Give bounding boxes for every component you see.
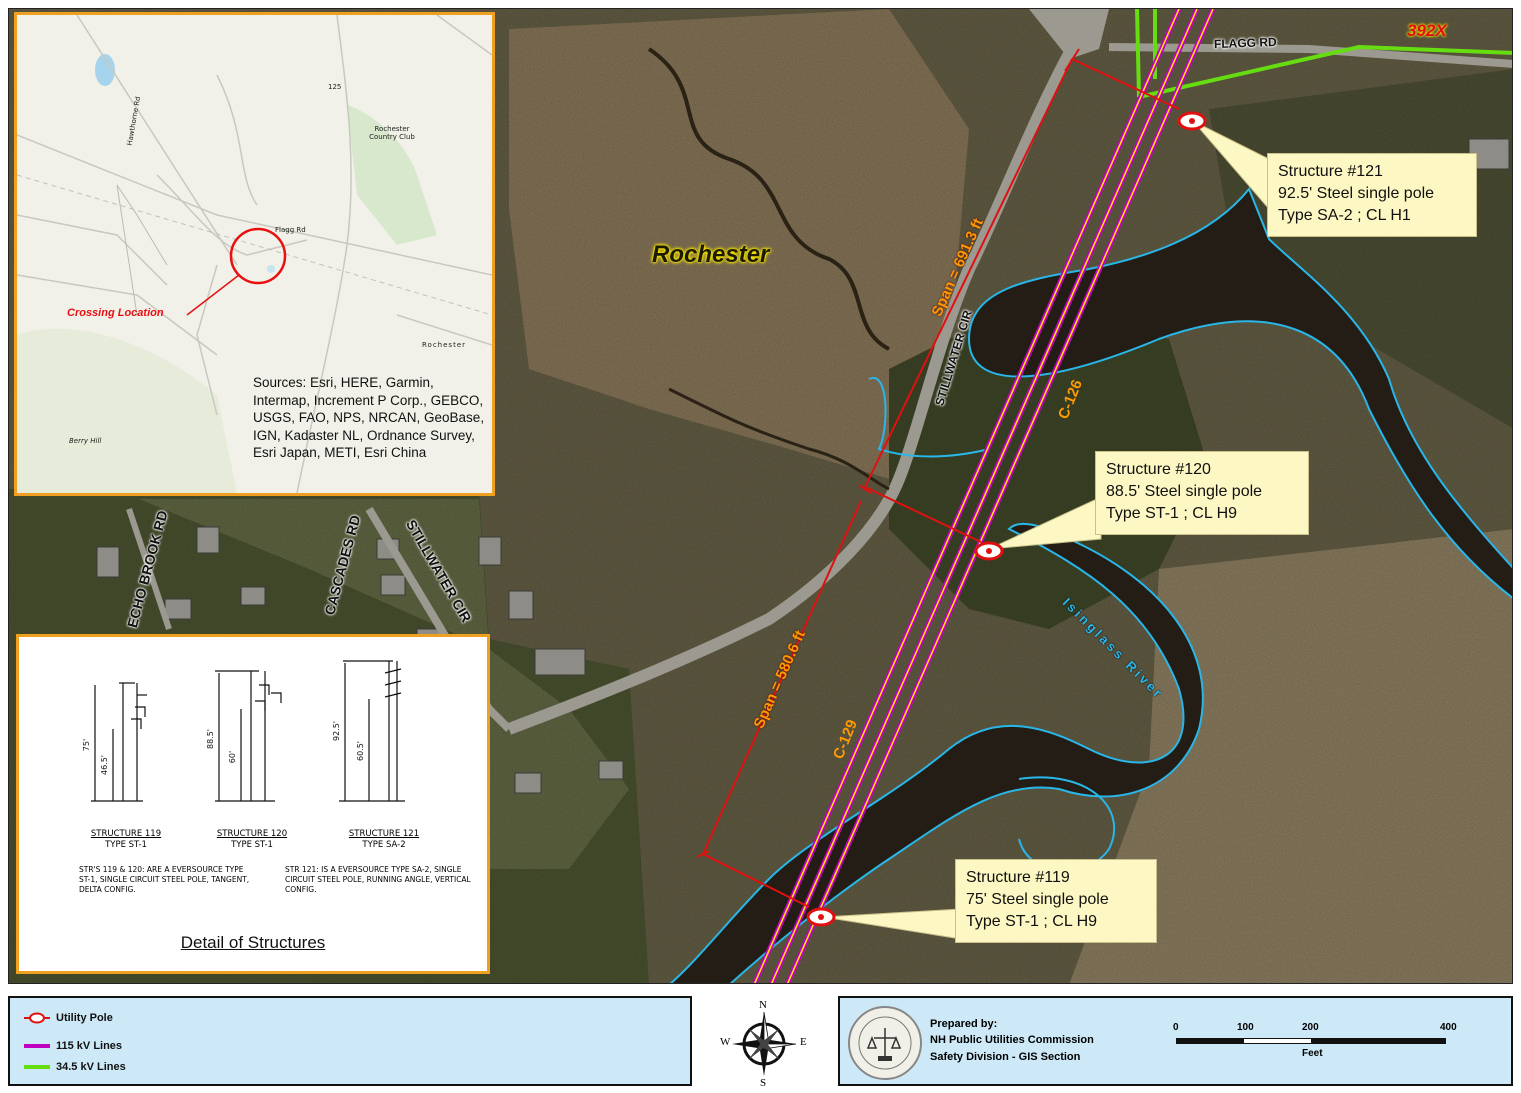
scale-tick-200: 200 — [1302, 1022, 1319, 1033]
compass-e: E — [800, 1036, 807, 1048]
scale-bar: 0 100 200 400 Feet — [1173, 1022, 1461, 1072]
compass-rose-icon — [732, 1011, 797, 1076]
compass-s: S — [760, 1077, 767, 1089]
crossing-location-label: Crossing Location — [67, 307, 164, 319]
legend-label-115kv: 115 kV Lines — [56, 1040, 123, 1052]
line-115kv-swatch — [24, 1044, 50, 1048]
inset-label-country-club: Rochester Country Club — [369, 125, 415, 141]
detail-119-type: TYPE ST-1 — [105, 840, 147, 850]
structure-121-height: 92.5' Steel single pole — [1278, 185, 1435, 202]
inset-sources: Sources: Esri, HERE, Garmin, Intermap, I… — [253, 375, 485, 460]
inset-canvas — [17, 15, 492, 493]
legend-item-utility-pole: Utility Pole — [24, 1012, 113, 1024]
detail-121-height: 92.5' — [332, 721, 341, 741]
line-34kv-swatch — [24, 1065, 50, 1069]
detail-120-type: TYPE ST-1 — [231, 840, 273, 850]
credits-panel: Prepared by: NH Public Utilities Commiss… — [838, 996, 1513, 1086]
legend-label-utility-pole: Utility Pole — [56, 1012, 113, 1024]
structure-119-type: Type ST-1 ; CL H9 — [966, 913, 1098, 930]
detail-121-type: TYPE SA-2 — [362, 840, 406, 850]
structure-121-title: Structure #121 — [1278, 163, 1383, 180]
utility-pole-icon — [24, 1012, 50, 1024]
detail-title: Detail of Structures — [180, 933, 326, 952]
detail-120-name: STRUCTURE 120 — [216, 829, 288, 839]
detail-120-height: 88.5' — [206, 729, 215, 749]
prepared-by-label: Prepared by: — [930, 1018, 998, 1030]
locator-inset-map[interactable]: 125 Hawthorne Rd Rochester Country Club … — [14, 12, 495, 496]
compass-n: N — [759, 999, 767, 1011]
place-label-rochester: Rochester — [652, 241, 770, 268]
scale-bar-segments — [1176, 1038, 1446, 1044]
compass-w: W — [720, 1036, 731, 1048]
structure-119-callout[interactable]: Structure #119 75' Steel single pole Typ… — [955, 859, 1157, 943]
structure-detail-panel[interactable]: 75' 46.5' 88.5' 60' 92.5' 60.5' STRUCTUR… — [16, 634, 490, 974]
road-label-flagg: FLAGG RD — [1213, 34, 1277, 52]
legend-panel: Utility Pole 115 kV Lines 34.5 kV Lines — [8, 996, 692, 1086]
detail-120-lower: 60' — [228, 751, 237, 763]
structure-120-title: Structure #120 — [1106, 461, 1211, 478]
scale-tick-400: 400 — [1440, 1022, 1457, 1033]
detail-121-lower: 60.5' — [356, 741, 365, 761]
structure-121-callout[interactable]: Structure #121 92.5' Steel single pole T… — [1267, 153, 1477, 237]
seal-icon — [858, 1016, 912, 1070]
structure-120-type: Type ST-1 ; CL H9 — [1106, 505, 1238, 522]
inset-label-rochester: Rochester — [422, 341, 466, 349]
detail-121-name: STRUCTURE 121 — [348, 829, 420, 839]
inset-label-route: 125 — [328, 83, 342, 91]
scale-unit: Feet — [1302, 1048, 1323, 1059]
detail-note-right: STR 121: IS A EVERSOURCE TYPE SA-2, SING… — [285, 865, 471, 894]
puc-seal — [848, 1006, 922, 1080]
north-arrow-compass: N S W E — [718, 999, 810, 1089]
structure-119-height: 75' Steel single pole — [966, 891, 1109, 908]
structure-120-height: 88.5' Steel single pole — [1106, 483, 1263, 500]
legend-item-34kv: 34.5 kV Lines — [24, 1061, 126, 1073]
scale-tick-0: 0 — [1173, 1022, 1179, 1033]
structure-drawings: 75' 46.5' 88.5' 60' 92.5' 60.5' — [82, 660, 405, 802]
legend-item-115kv: 115 kV Lines — [24, 1040, 122, 1052]
detail-119-height: 75' — [82, 739, 91, 751]
line-label-392x: 392X — [1407, 21, 1447, 40]
structure-120-callout[interactable]: Structure #120 88.5' Steel single pole T… — [1095, 451, 1309, 535]
detail-note-left: STR'S 119 & 120: ARE A EVERSOURCE TYPE S… — [79, 865, 250, 894]
structure-119-title: Structure #119 — [966, 869, 1070, 886]
utility-pole-markers — [806, 111, 1207, 927]
prepared-by-division: Safety Division - GIS Section — [930, 1051, 1081, 1063]
inset-label-berry-hill: Berry Hill — [69, 437, 102, 445]
structure-121-type: Type SA-2 ; CL H1 — [1278, 207, 1411, 224]
inset-label-flagg: Flagg Rd — [275, 226, 306, 234]
detail-119-lower: 46.5' — [100, 755, 109, 775]
detail-119-name: STRUCTURE 119 — [90, 829, 162, 839]
legend-label-34kv: 34.5 kV Lines — [56, 1061, 126, 1073]
prepared-by-org: NH Public Utilities Commission — [930, 1034, 1094, 1046]
scale-tick-100: 100 — [1237, 1022, 1254, 1033]
